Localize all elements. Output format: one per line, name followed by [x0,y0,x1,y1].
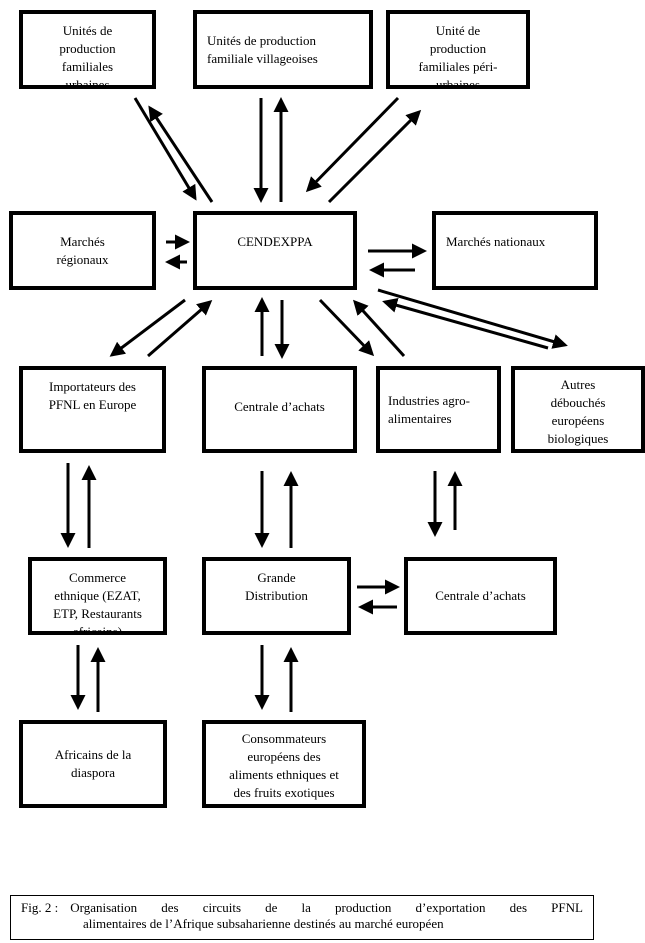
node-text-line: ethnique (EZAT, [54,588,141,603]
caption-word: d’exportation [415,900,486,915]
node-text-line: Centrale d’achats [435,588,526,603]
arrow-cendexppa-to-industries [318,298,375,357]
node-text-line: Commerce [68,570,127,585]
caption-word: la [301,900,311,915]
node-centrale-achats-1: Centrale d’achats [202,366,357,453]
node-text-line: Marchés nationaux [446,233,546,249]
node-text-line: familiales péri- [418,59,498,74]
node-text-line: production [429,41,487,56]
node-text-line: européens [551,412,605,428]
node-text-line: biologiques [547,430,609,446]
caption-word: des [509,900,528,915]
node-autres-debouches: Autres débouchés européens biologiques [511,366,645,453]
node-upf-urbaines: Unités de production familiales urbaines [19,10,156,89]
node-text-line: diaspora [70,765,116,780]
node-centrale-achats-2: Centrale d’achats [404,557,557,635]
arrow-industries-to-cendexppa [352,299,406,358]
arrow-cendexppa-to-upf-urbaines [148,105,214,203]
node-text-line: des fruits exotiques [233,785,335,800]
node-text-line: urbaines [435,77,481,89]
node-text-line: Unités de [62,23,113,38]
figure-caption: Fig. 2 : Organisation des circuits de la prod… [10,895,594,940]
caption-word: PFNL [551,900,583,915]
node-text-line: Grande [257,570,296,585]
node-text-line: Africains de la [54,747,132,762]
node-text-line: européens des [247,749,321,764]
node-text-line: alimentaires [388,410,452,426]
node-cendexppa: CENDEXPPA [193,211,357,290]
caption-word: production [335,900,392,915]
caption-label: Fig. 2 : [21,900,59,915]
node-marches-regionaux: Marchés régionaux [9,211,156,290]
node-text-line: Importateurs des [48,379,136,394]
node-consommateurs: Consommateurs européens des aliments ethni… [202,720,366,808]
arrow-cendexppa-to-autres [377,288,568,349]
caption-word: des [161,900,179,915]
node-upf-periurbaines: Unité de production familiales péri-urbain… [386,10,530,89]
caption-word: circuits [202,900,241,915]
node-text-line: Marchés [60,233,105,249]
caption-line-1: Fig. 2 : Organisation des circuits de la prod… [21,900,583,916]
node-upf-villageoises: Unités de production familiale villageois… [193,10,373,89]
node-commerce-ethnique: Commerce ethnique (EZAT, ETP, Restaurants a… [28,557,167,635]
node-industries: Industries agro-alimentaires [376,366,501,453]
node-text-line: Autres [560,376,596,392]
node-text-line: régionaux [56,251,109,267]
node-text-line: Centrale d’achats [234,398,325,414]
node-text-line: production [59,41,116,56]
arrow-upf-urbaines-to-cendexppa [133,97,197,201]
node-text-line: Consommateurs [241,731,327,746]
node-text-line: Industries agro- [388,392,470,408]
arrow-importateurs-to-cendexppa [147,300,213,358]
node-text-line: ETP, Restaurants [53,606,142,621]
node-text-line: débouchés [550,394,606,410]
node-text-line: Unité de [435,23,481,38]
node-marches-nationaux: Marchés nationaux [432,211,598,290]
arrow-autres-to-cendexppa [382,298,549,350]
node-text-line: urbaines [65,77,110,89]
node-text-line: PFNL en Europe [48,397,137,412]
caption-line-2: alimentaires de l’Afrique subsaharienne … [83,916,444,931]
node-text-line: africains) [72,624,123,635]
node-africains-diaspora: Africains de la diaspora [19,720,167,808]
node-text-line: familiale villageoises [207,50,318,66]
caption-word: Organisation [70,900,138,915]
arrow-cendexppa-to-upf-periurbaines [327,109,422,204]
node-text-line: Distribution [245,588,308,603]
arrow-cendexppa-to-importateurs [109,298,186,357]
caption-word: de [265,900,278,915]
node-text-line: CENDEXPPA [237,233,313,249]
node-text-line: Unités de production [207,32,317,48]
node-text-line: aliments ethniques et [229,767,339,782]
arrow-upf-periurbaines-to-cendexppa [305,96,400,193]
node-text-line: familiales [61,59,114,74]
